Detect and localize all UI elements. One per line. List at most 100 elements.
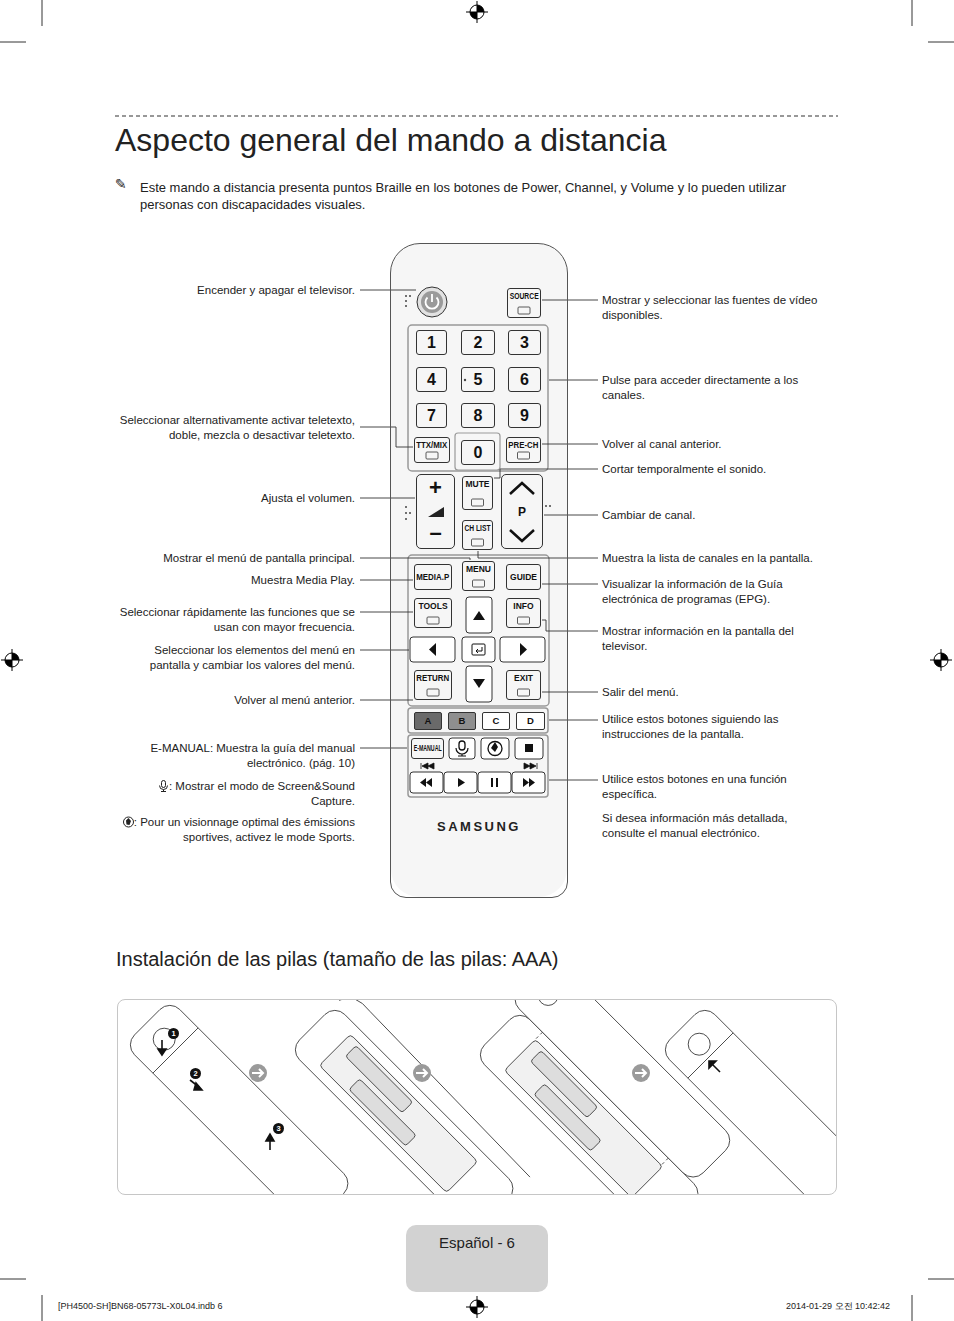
dashed-rule — [115, 115, 838, 116]
remote-key: E-MANUAL — [411, 738, 444, 759]
callout-text: Si desea información más detallada, cons… — [602, 811, 807, 841]
button-icons — [426, 307, 530, 696]
key-label: 3 — [276, 1124, 280, 1133]
key-label: TTX/MIX — [416, 441, 447, 450]
remote-key: MEDIA.P — [414, 564, 452, 590]
key-label: 7 — [427, 408, 436, 424]
remote-housing: SAMSUNG SOURCE 1 2 3 4 56 7 8 9TTX/MIX 0 PRE-CH + – MU… — [390, 243, 568, 898]
color-key: D — [516, 712, 545, 730]
label-text: Muestra Media Play. — [251, 574, 355, 586]
callout-text: Muestra Media Play. — [115, 573, 355, 588]
number-key: 9 — [508, 403, 541, 428]
number-key: 2 — [461, 330, 495, 355]
print-slug: [PH4500-SH]BN68-05773L-X0L04.indb 6 — [58, 1299, 378, 1314]
label-text: Seleccionar los elementos del menú en pa… — [150, 644, 355, 671]
callout-text: : Mostrar el modo de Screen&Sound Captur… — [140, 779, 355, 809]
number-key: 6 — [508, 367, 541, 392]
label-text: Este mando a distancia presenta puntos B… — [140, 180, 786, 212]
section-heading: Instalación de las pilas (tamaño de las … — [116, 946, 558, 972]
callout-text: Mostrar y seleccionar las fuentes de víd… — [602, 293, 838, 323]
key-label: CH LIST — [465, 524, 491, 533]
page-footer-tab: Español - 6 — [406, 1225, 548, 1292]
callout-text: Utilice estos botones en una función esp… — [602, 772, 807, 802]
battery-panel: Instalación de las pilas (tamaño de las … — [117, 999, 837, 1195]
callout-text: E-MANUAL: Muestra la guía del manual ele… — [140, 741, 355, 771]
remote-key: PRE-CH — [506, 437, 541, 463]
number-key: 3 — [508, 330, 541, 355]
key-label: 0 — [474, 445, 483, 461]
callout-text: Seleccionar rápidamente las funciones qu… — [115, 605, 355, 635]
key-label: 1 — [427, 335, 436, 351]
remote-illustration — [391, 244, 567, 897]
key-label: A — [425, 716, 432, 726]
callout-text: Salir del menú. — [602, 685, 838, 700]
label-text: Utilice estos botones siguiendo las inst… — [602, 713, 778, 740]
label-text: Mostrar y seleccionar las fuentes de víd… — [602, 294, 817, 321]
key-label: B — [459, 716, 466, 726]
key-label: 4 — [427, 372, 436, 388]
label-text: Volver al menú anterior. — [234, 694, 355, 706]
label-text: Utilice estos botones en una función esp… — [602, 773, 787, 800]
channel-rocker: P — [501, 474, 543, 549]
callout-text: Volver al canal anterior. — [602, 437, 838, 452]
key-label: D — [527, 716, 534, 726]
label-text: Encender y apagar el televisor. — [197, 284, 355, 296]
color-key: C — [482, 712, 510, 730]
key-label: 8 — [474, 408, 483, 424]
key-label: MUTE — [465, 480, 489, 489]
callout-text: Volver al menú anterior. — [115, 693, 355, 708]
label-text: [PH4500-SH]BN68-05773L-X0L04.indb 6 — [58, 1301, 223, 1311]
key-label: 2 — [193, 1069, 197, 1078]
remote-key: TOOLS — [414, 598, 452, 628]
key-label: MEDIA.P — [416, 573, 449, 582]
label-text: Seleccionar rápidamente las funciones qu… — [120, 606, 355, 633]
remote-key: INFO — [506, 598, 541, 628]
key-label: INFO — [513, 602, 533, 611]
label-text: Ajusta el volumen. — [261, 492, 355, 504]
key-label: – — [429, 524, 441, 542]
leader-lines — [360, 290, 598, 780]
key-label: Español - 6 — [406, 1234, 548, 1251]
step-arrows — [249, 1064, 650, 1082]
key-label: + — [429, 479, 442, 497]
callout-number: 1 — [168, 1028, 179, 1039]
callout-text: Ajusta el volumen. — [115, 491, 355, 506]
color-key: A — [414, 712, 442, 730]
key-label: E-MANUAL — [414, 744, 442, 753]
label-text: Muestra la lista de canales en la pantal… — [602, 552, 813, 564]
label-text: : Mostrar el modo de Screen&Sound Captur… — [169, 780, 355, 807]
battery-illustration — [125, 1000, 836, 1194]
key-label: 1 — [171, 1029, 175, 1038]
callout-text: Cambiar de canal. — [602, 508, 838, 523]
remote-key: CH LIST — [462, 520, 493, 550]
number-key: 1 — [416, 330, 447, 355]
key-label: C — [493, 716, 500, 726]
number-key: 7 — [416, 403, 447, 428]
callout-number: 2 — [190, 1068, 201, 1079]
key-label: 2 — [474, 335, 483, 351]
remote-key: TTX/MIX — [414, 437, 450, 463]
brand-logo: SAMSUNG — [391, 819, 567, 834]
number-key: 5 — [461, 367, 495, 392]
callout-text: Encender y apagar el televisor. — [115, 283, 355, 298]
label-text: : Pour un visionnage optimal des émissio… — [134, 816, 355, 843]
remote-key: MENU — [462, 561, 495, 591]
sports-icon — [123, 816, 134, 828]
label-text: Mostrar información en la pantalla del t… — [602, 625, 794, 652]
key-label: SOURCE — [510, 292, 539, 301]
mic-icon — [158, 780, 169, 792]
callout-text: : Pour un visionnage optimal des émissio… — [115, 815, 355, 845]
key-label: PRE-CH — [509, 441, 539, 450]
label-text: Volver al canal anterior. — [602, 438, 722, 450]
callout-text: Seleccionar los elementos del menú en pa… — [130, 643, 355, 673]
callout-text: Muestra la lista de canales en la pantal… — [602, 551, 838, 566]
label-text: Cambiar de canal. — [602, 509, 695, 521]
key-label: 9 — [520, 408, 529, 424]
key-label: MENU — [466, 565, 491, 574]
label-text: Seleccionar alternativamente activar tel… — [120, 414, 355, 441]
callout-text: Utilice estos botones siguiendo las inst… — [602, 712, 802, 742]
callout-text: Visualizar la información de la Guía ele… — [602, 577, 824, 607]
callout-text: Cortar temporalmente el sonido. — [602, 462, 838, 477]
page-title: Aspecto general del mando a distancia — [115, 121, 666, 159]
